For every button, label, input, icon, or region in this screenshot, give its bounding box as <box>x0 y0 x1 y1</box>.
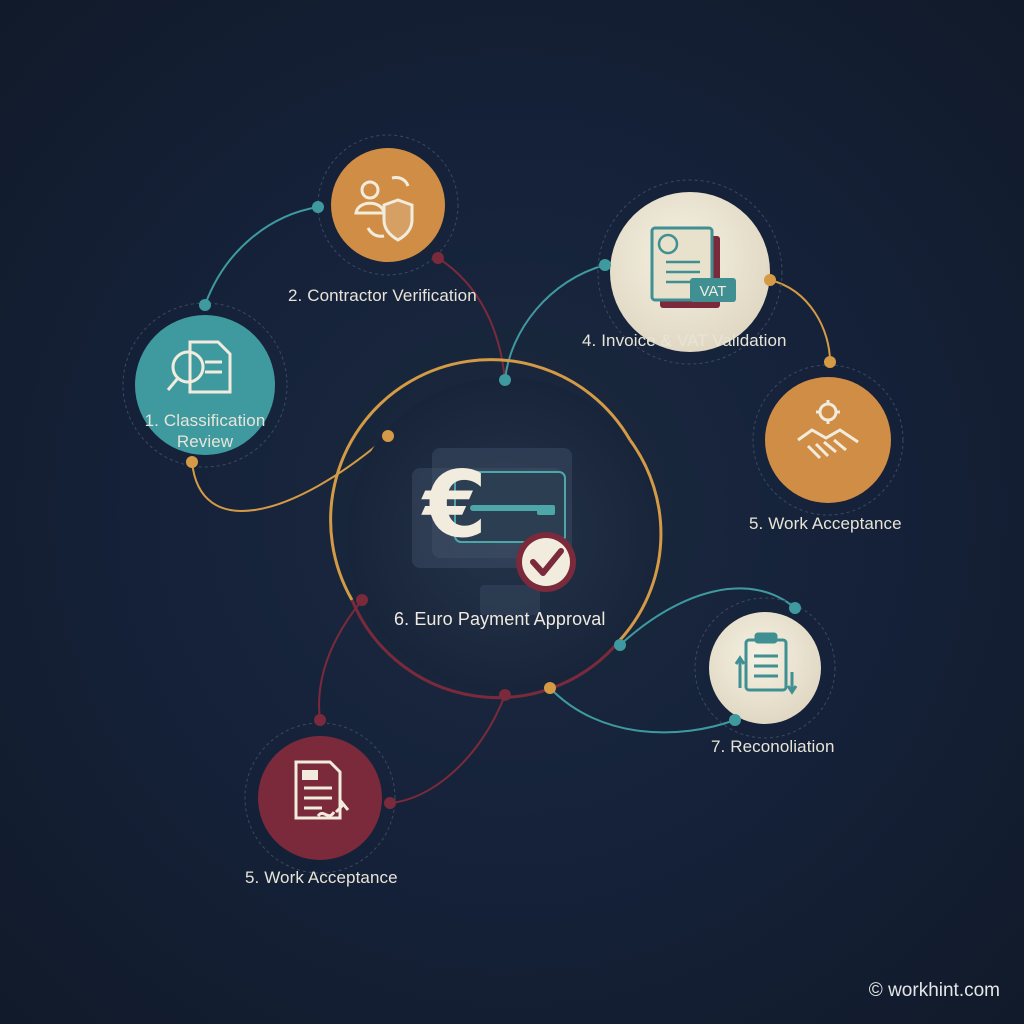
node-work-acceptance-right[interactable] <box>765 377 891 503</box>
node-invoice-vat-validation[interactable]: VAT <box>610 192 770 352</box>
label-contractor-verification: 2. Contractor Verification <box>288 286 477 305</box>
label-invoice-vat-validation: 4. Invoice & VAT Validation <box>582 331 787 350</box>
center-node[interactable]: € <box>329 358 663 700</box>
label-reconciliation: 7. Reconoliation <box>711 737 835 756</box>
label-work-acceptance-right: 5. Work Acceptance <box>749 514 902 533</box>
label-classification-line2: Review <box>176 432 234 451</box>
connector-1-center <box>191 435 389 512</box>
connector-2-center <box>437 257 506 381</box>
connectors <box>191 206 831 804</box>
node-halos <box>122 134 904 874</box>
connector-center-7 <box>619 587 796 646</box>
vat-badge: VAT <box>700 283 727 300</box>
clipboard-checklist-icon <box>734 632 798 695</box>
connector-1-2 <box>204 206 319 306</box>
watermark: © workhint.com <box>868 980 1000 1001</box>
connector-center-7b <box>549 687 736 734</box>
label-classification-review: 1. Classification Review <box>125 410 285 452</box>
connector-center-5left-b <box>389 694 506 804</box>
connector-4-5 <box>769 279 831 363</box>
label-work-acceptance-left: 5. Work Acceptance <box>245 868 398 887</box>
person-shield-icon <box>354 176 414 242</box>
node-reconciliation[interactable] <box>709 612 821 724</box>
handshake-gear-icon <box>797 400 859 460</box>
connector-center-4 <box>504 264 606 381</box>
connector-dots <box>186 201 836 809</box>
node-contractor-verification[interactable] <box>331 148 445 262</box>
euro-symbol: € <box>421 451 487 558</box>
node-classification-review[interactable] <box>135 315 275 455</box>
euro-check-icon: € <box>412 448 576 615</box>
connector-center-5left <box>318 599 363 721</box>
magnifier-document-icon <box>166 340 232 394</box>
document-signature-icon <box>294 760 350 820</box>
label-classification-line1: 1. Classification <box>144 411 266 430</box>
invoice-vat-icon: VAT <box>650 226 736 308</box>
node-work-acceptance-left[interactable] <box>258 736 382 860</box>
label-euro-payment-approval: 6. Euro Payment Approval <box>394 609 606 629</box>
